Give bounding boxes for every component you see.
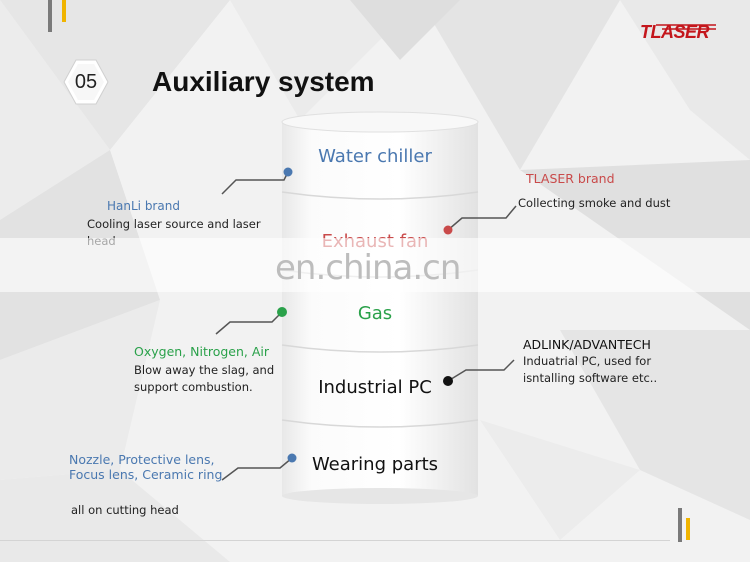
top-decor-bar-grey xyxy=(48,0,52,32)
callout-gas-desc-1: Blow away the slag, and xyxy=(134,363,275,377)
dot-gas xyxy=(277,307,287,317)
layer-label-wearing-parts: Wearing parts xyxy=(311,454,439,475)
callout-wearing-parts-brand-2: Focus lens, Ceramic ring xyxy=(69,467,223,482)
callout-exhaust-fan-desc: Collecting smoke and dust xyxy=(518,196,671,210)
dot-water-chiller xyxy=(283,167,293,177)
callout-industrial-pc-desc-2: isntalling software etc.. xyxy=(523,371,658,385)
brand-logo: TLASER xyxy=(640,22,710,42)
section-number-badge-icon xyxy=(63,59,109,105)
callout-wearing-parts-desc: all on cutting head xyxy=(71,503,179,517)
layer-label-industrial-pc: Industrial PC xyxy=(318,377,432,398)
page-title: Auxiliary system xyxy=(152,66,375,97)
section-number: 05 xyxy=(74,71,98,93)
callout-industrial-pc-brand: ADLINK/ADVANTECH xyxy=(523,337,651,352)
logo-speed-lines-icon xyxy=(656,24,716,30)
callout-water-chiller-desc-1: Cooling laser source and laser xyxy=(87,217,261,231)
top-decor-bar-yellow xyxy=(62,0,66,22)
callout-industrial-pc-desc-1: Induatrial PC, used for xyxy=(523,354,652,368)
cylinder-diagram xyxy=(281,111,479,504)
dot-industrial-pc xyxy=(443,376,453,386)
callout-gas-brand: Oxygen, Nitrogen, Air xyxy=(134,344,270,359)
callout-gas-desc-2: support combustion. xyxy=(134,380,253,394)
callout-water-chiller-brand: HanLi brand xyxy=(107,199,180,213)
layer-label-gas: Gas xyxy=(357,303,393,324)
callout-exhaust-fan-brand: TLASER brand xyxy=(526,171,615,186)
bottom-decor-bar-yellow xyxy=(686,518,690,540)
dot-exhaust-fan xyxy=(443,225,453,235)
layer-label-water-chiller: Water chiller xyxy=(318,146,432,167)
watermark-band xyxy=(0,238,750,292)
callout-wearing-parts-brand-1: Nozzle, Protective lens, xyxy=(69,452,215,467)
watermark-text: en.china.cn xyxy=(275,248,461,288)
bottom-decor-bar-grey xyxy=(678,508,682,542)
bottom-divider-line xyxy=(0,540,670,541)
dot-wearing-parts xyxy=(287,453,297,463)
